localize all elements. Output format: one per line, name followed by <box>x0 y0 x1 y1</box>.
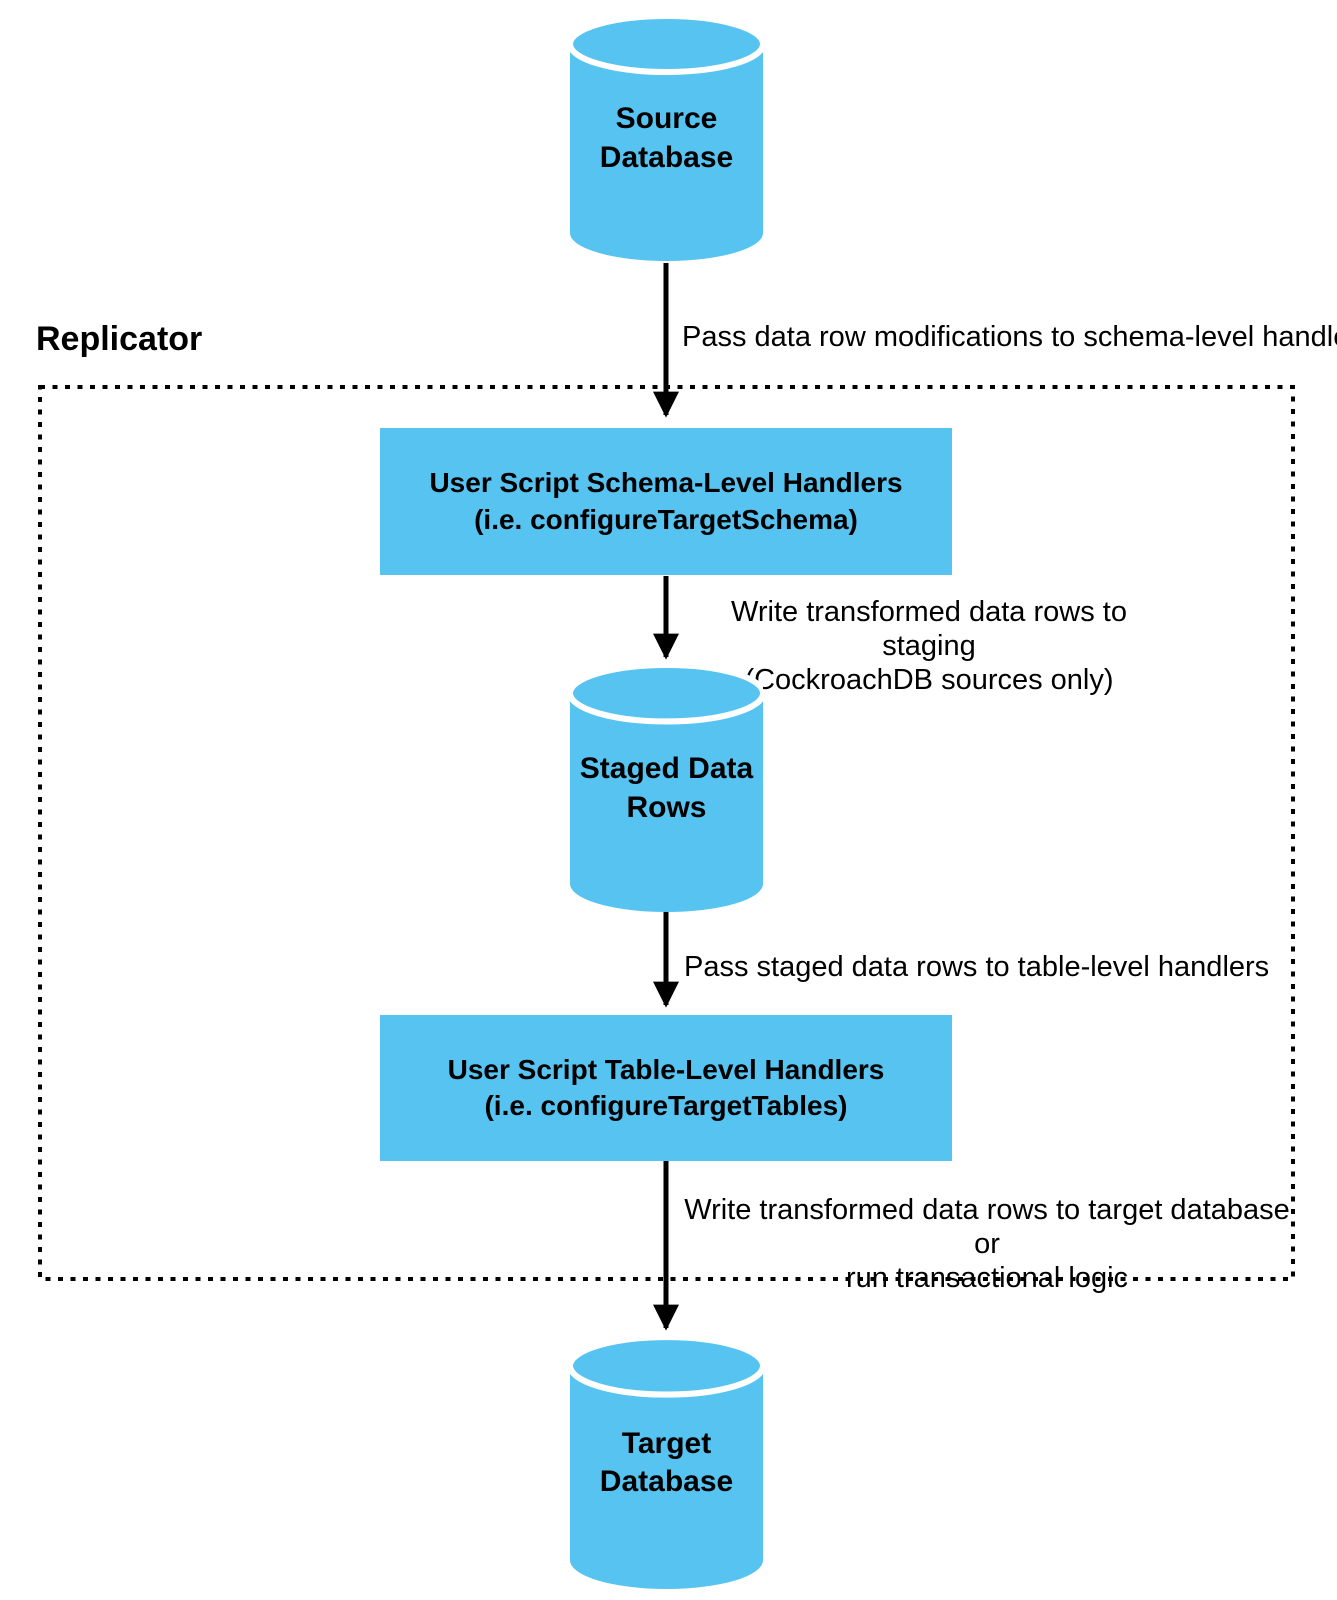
edge-label-table-to-target: Write transformed data rows to target da… <box>684 1194 1290 1295</box>
target-database-node: Target Database <box>570 1337 763 1589</box>
database-cylinder-icon <box>570 1337 763 1589</box>
schema-level-handlers-node: User Script Schema-Level Handlers (i.e. … <box>380 428 952 575</box>
edge-label-source-to-schema: Pass data row modifications to schema-le… <box>682 321 1337 353</box>
database-cylinder-icon <box>570 16 763 261</box>
edge-label-staged-to-table: Pass staged data rows to table-level han… <box>684 951 1270 983</box>
database-cylinder-icon <box>570 665 763 912</box>
replicator-container-label: Replicator <box>36 320 203 358</box>
table-level-handlers-node: User Script Table-Level Handlers (i.e. c… <box>380 1015 952 1161</box>
staged-data-rows-node: Staged Data Rows <box>570 665 763 912</box>
source-database-label: Source Database <box>599 102 734 174</box>
staged-data-rows-label: Staged Data Rows <box>579 752 754 824</box>
edge-label-schema-to-staged: Write transformed data rows to staging (… <box>731 596 1127 697</box>
target-database-label: Target Database <box>599 1426 734 1498</box>
source-database-node: Source Database <box>570 16 763 261</box>
